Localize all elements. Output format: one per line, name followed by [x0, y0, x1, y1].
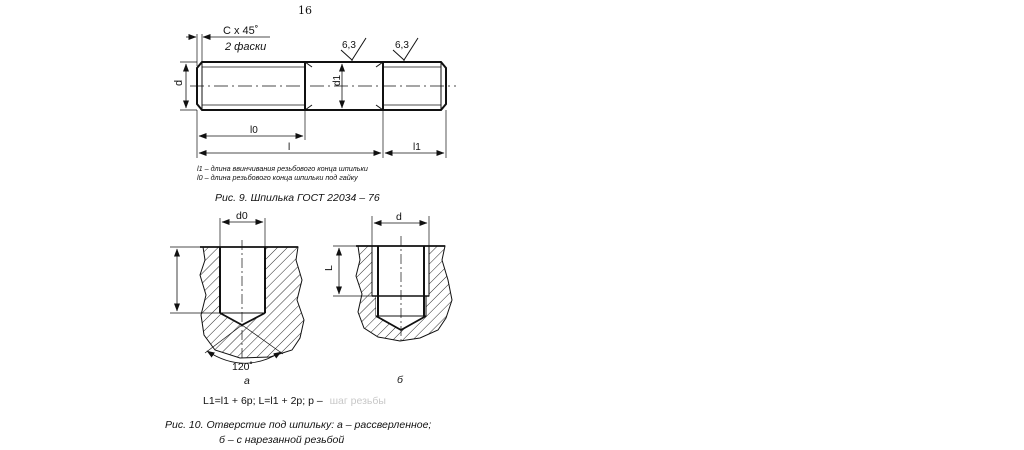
- angle-label: 120˚: [232, 361, 253, 373]
- hole-drilled-drawing: [170, 218, 305, 364]
- dimension-L: L: [323, 265, 335, 271]
- roughness-label-1: 6,3: [342, 40, 356, 51]
- dimension-d-hole: d: [396, 211, 402, 223]
- dimension-d1: d1: [332, 74, 343, 86]
- roughness-label-2: 6,3: [395, 40, 409, 51]
- note-line-2: l0 – длина резьбового конца шпильки под …: [197, 173, 358, 182]
- stud-drawing: [180, 34, 456, 158]
- note-line-1: l1 – длина ввинчивания резьбового конца …: [197, 164, 368, 173]
- figure-9-caption: Рис. 9. Шпилька ГОСТ 22034 – 76: [215, 192, 380, 204]
- dimension-d: d: [173, 80, 185, 86]
- formula-faded: шаг резьбы: [330, 395, 386, 407]
- dimension-l0: l0: [250, 125, 258, 136]
- chamfer-count: 2 фаски: [224, 41, 266, 53]
- stud-shank: [305, 61, 383, 111]
- variant-label-b: б: [397, 374, 404, 386]
- figure-10-caption-line-1: Рис. 10. Отверстие под шпильку: а – расс…: [165, 419, 431, 431]
- dimension-l: l: [288, 142, 290, 153]
- formula-main: L1=l1 + 6p; L=l1 + 2p; p –: [203, 395, 323, 407]
- formula-text: L1=l1 + 6p; L=l1 + 2p; p – шаг резьбы: [203, 395, 386, 407]
- variant-label-a: а: [244, 375, 250, 387]
- dimension-d0: d0: [236, 210, 248, 222]
- dimension-l1: l1: [413, 142, 421, 153]
- hole-threaded-drawing: [333, 216, 453, 344]
- figure-10-caption-line-2: б – с нарезанной резьбой: [219, 434, 344, 446]
- page-number: 16: [298, 4, 312, 17]
- chamfer-label: C x 45˚: [223, 25, 258, 37]
